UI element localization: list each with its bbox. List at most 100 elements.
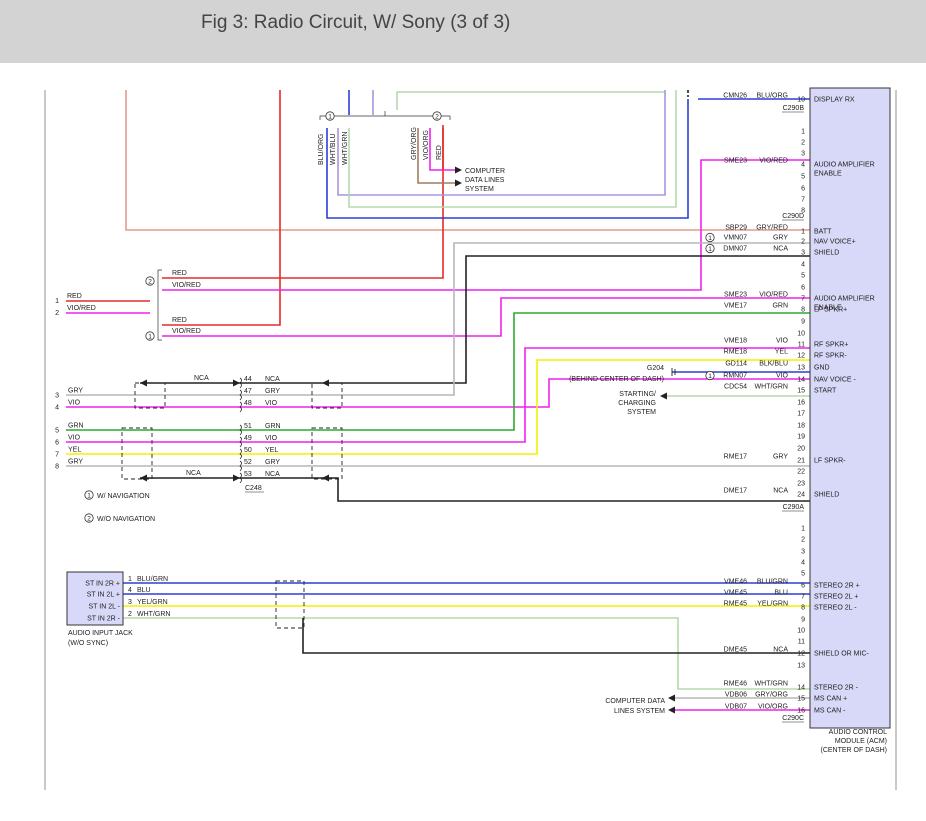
pin-number: 8 [801, 208, 805, 215]
pin-number: 23 [797, 481, 805, 488]
circuit-id: DME17 [724, 488, 747, 495]
pin-function: AUDIO AMPLIFIER [814, 162, 875, 169]
pin-number: 8 [801, 307, 805, 314]
pin-number: 14 [797, 685, 805, 692]
pin-number: 5 [801, 273, 805, 280]
starting-line1: STARTING/ [619, 391, 656, 398]
jack-pin-function: ST IN 2R - [87, 616, 121, 623]
c248-color: VIO [265, 435, 278, 442]
jack-pin-number: 3 [128, 599, 132, 606]
pin-number: 19 [797, 434, 805, 441]
pin-function: DISPLAY RX [814, 97, 855, 104]
wire-vio-org [429, 128, 455, 171]
wire-wht-grn [348, 90, 677, 208]
bundle-wire-color: VIO/ORG [423, 130, 430, 160]
pin-number: 7 [801, 197, 805, 204]
circuit-id: SME23 [724, 158, 747, 165]
circuit-id: VMN07 [724, 235, 747, 242]
splice-marker-2-number: 2 [148, 278, 152, 285]
can-arrow-1 [668, 694, 675, 702]
splice-marker-1-number: 1 [148, 333, 152, 340]
wire-nav-voice-minus [66, 378, 810, 408]
wire-color: GRY/ORG [755, 692, 788, 699]
audio-input-jack [66, 571, 124, 626]
pin-number: 15 [797, 388, 805, 395]
computer2-line2: LINES SYSTEM [614, 708, 665, 715]
wire-red-nonav [162, 125, 444, 279]
nca-arrow-bottom-2 [322, 474, 329, 482]
start-arrow [660, 392, 667, 400]
wire-gry-org [417, 128, 455, 184]
connector-id: C290B [783, 105, 805, 112]
stub-number: 1 [55, 298, 59, 305]
bundle-marker-1-number: 1 [328, 113, 332, 120]
circuit-id: CMN26 [723, 93, 747, 100]
c248-name: C248 [245, 485, 262, 492]
pin-function: START [814, 388, 837, 395]
pin-number: 1 [801, 129, 805, 136]
audio-control-module [809, 87, 891, 729]
note-callout [705, 243, 715, 254]
pin-number: 5 [801, 571, 805, 578]
c248-terminal [239, 389, 242, 401]
pin-number: 17 [797, 411, 805, 418]
bundle-marker-2 [432, 111, 442, 121]
c248-pin: 50 [244, 447, 252, 454]
pin-number: 18 [797, 423, 805, 430]
circuit-id: RME46 [724, 681, 747, 688]
pin-function: RF SPKR+ [814, 342, 848, 349]
circuit-id: SBP29 [725, 225, 747, 232]
nca-arrow-bottom [140, 474, 147, 482]
stub-color: VIO/RED [67, 305, 96, 312]
nca-arrow-top-2 [322, 379, 329, 387]
jack-pin-color: YEL/GRN [137, 599, 168, 606]
note-callout [705, 232, 715, 243]
circuit-id: DME45 [724, 647, 747, 654]
circuit-id: VME45 [724, 590, 747, 597]
splice-wire-color: VIO/RED [172, 282, 201, 289]
pin-number: 6 [801, 285, 805, 292]
nca-arrow-top-r [233, 379, 240, 387]
jack-pin-number: 1 [128, 576, 132, 583]
pin-number: 8 [801, 605, 805, 612]
c248-terminal [239, 448, 242, 460]
shield-box-b [311, 382, 343, 409]
circuit-id: RMN07 [723, 373, 747, 380]
wire-color: VIO/RED [759, 158, 788, 165]
pin-number: 14 [797, 377, 805, 384]
nca-label-bottom: NCA [186, 470, 201, 477]
harness-number: 3 [55, 393, 59, 400]
c248-terminal [239, 401, 242, 413]
computer-dest-line2: DATA LINES [465, 177, 505, 184]
pin-number: 12 [797, 651, 805, 658]
circuit-id: RME45 [724, 601, 747, 608]
pin-number: 9 [801, 617, 805, 624]
bundle-bracket [319, 115, 451, 120]
c248-color: NCA [265, 376, 280, 383]
module-name-line2: MODULE (ACM) [835, 738, 887, 745]
pin-function: AUDIO AMPLIFIER [814, 296, 875, 303]
pin-number: 5 [801, 174, 805, 181]
jack-label-line1: AUDIO INPUT JACK [68, 630, 133, 637]
wire-color: GRY [773, 454, 788, 461]
splice-marker-1 [145, 331, 155, 341]
pin-function: BATT [814, 229, 832, 236]
jack-pin-number: 2 [128, 611, 132, 618]
note-callout-number: 1 [708, 246, 712, 253]
pin-function: SHIELD [814, 250, 839, 257]
pin-number: 22 [797, 469, 805, 476]
bundle-wire-color: BLU/ORG [318, 133, 325, 165]
wire-red-nav [162, 90, 281, 326]
jack-pin-color: BLU [137, 587, 151, 594]
harness-number: 6 [55, 440, 59, 447]
pin-function: MS CAN + [814, 696, 847, 703]
shield-box-d [311, 427, 343, 480]
harness-color: GRY [68, 388, 83, 395]
can-arrow-2 [668, 706, 675, 714]
computer-dest-line1: COMPUTER [465, 168, 505, 175]
note-callout-number: 1 [708, 235, 712, 242]
circuit-id: CDC54 [724, 384, 747, 391]
wire-color: WHT/GRN [755, 384, 788, 391]
c248-terminal [239, 377, 242, 389]
